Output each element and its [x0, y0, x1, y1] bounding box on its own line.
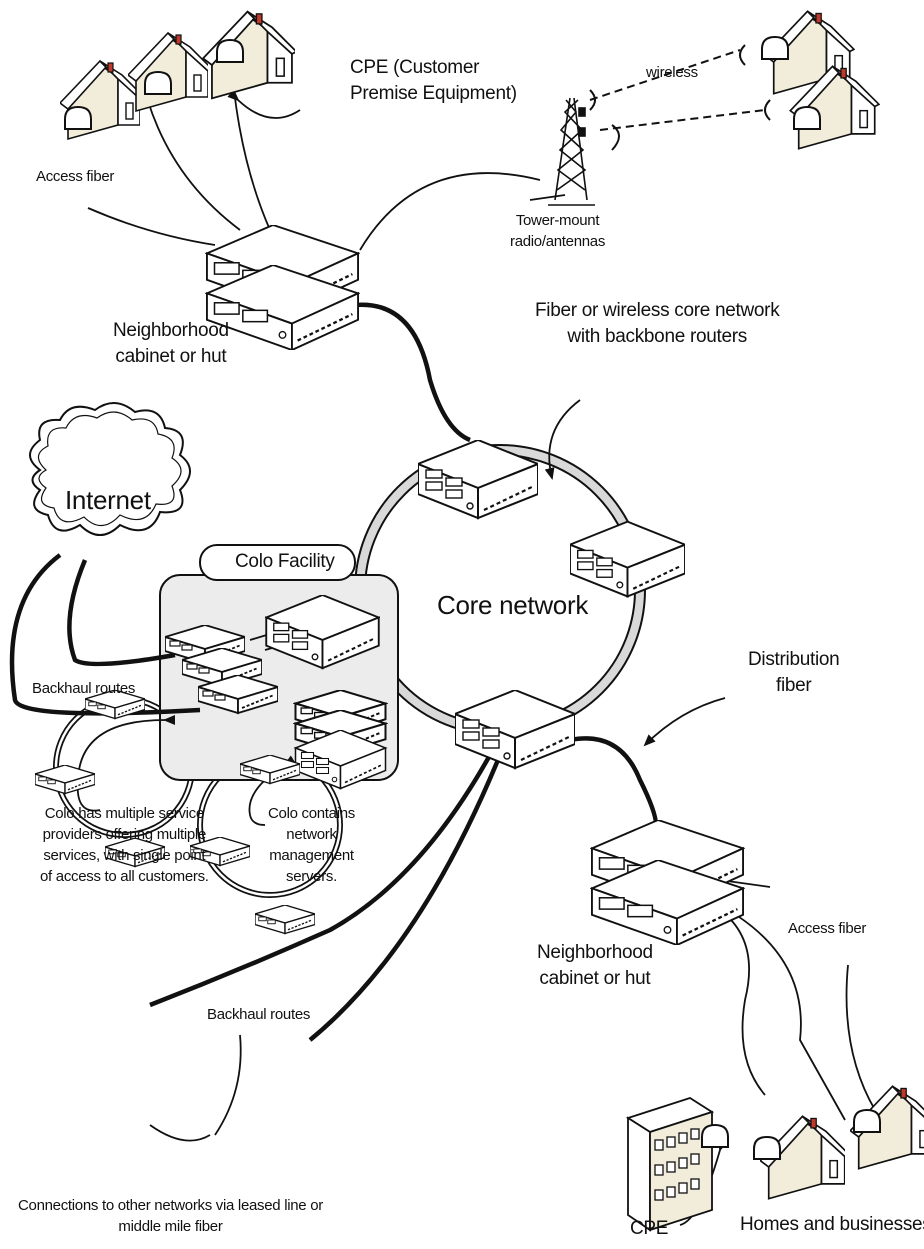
colo-facility-label-box: [199, 544, 356, 581]
access-fiber-bottom-label: Access fiber: [788, 920, 867, 937]
label-line: Distribution: [748, 649, 840, 670]
cpe-bottom-label: CPE: [630, 1218, 669, 1239]
neighborhood-bottom-label: Neighborhood cabinet or hut: [537, 940, 653, 992]
label-line: providers offering multiple: [42, 826, 207, 843]
label-line: servers.: [286, 868, 337, 885]
label-line: Fiber or wireless core network: [535, 300, 780, 321]
label-line: fiber: [775, 675, 812, 696]
backhaul-top-label: Backhaul routes: [32, 680, 136, 697]
cpe-dome-icon: [144, 71, 172, 95]
cpe-dome-icon: [701, 1124, 729, 1148]
label-line: Neighborhood: [537, 942, 653, 963]
label-line: Neighborhood: [113, 320, 229, 341]
label-line: Colo has multiple service: [44, 805, 205, 822]
cpe-dome-icon: [761, 36, 789, 60]
label-line: CPE (Customer: [350, 57, 480, 78]
wireless-label: wireless: [646, 64, 698, 81]
tower-label: Tower-mount radio/antennas: [510, 210, 605, 252]
connections-label: Connections to other networks via leased…: [18, 1195, 323, 1237]
core-network-label: Core network: [437, 590, 589, 620]
cpe-dome-icon: [853, 1109, 881, 1133]
core-backbone-label: Fiber or wireless core network with back…: [535, 298, 780, 350]
label-line: Tower-mount: [515, 212, 600, 229]
router-icon: [35, 765, 95, 795]
router-icon: [570, 520, 685, 598]
label-line: with backbone routers: [567, 326, 747, 347]
office-building-icon: [625, 1097, 715, 1232]
tower-icon: [548, 97, 595, 206]
cloud-icon: [29, 402, 191, 536]
label-line: middle mile fiber: [118, 1218, 223, 1235]
label-line: Colo contains: [268, 805, 355, 822]
cpe-dome-icon: [793, 106, 821, 130]
label-line: services, with single point: [43, 847, 206, 864]
cpe-dome-icon: [753, 1136, 781, 1160]
router-icon: [255, 905, 315, 935]
label-line: management: [269, 847, 354, 864]
label-line: radio/antennas: [510, 233, 606, 250]
distribution-label: Distribution fiber: [748, 647, 840, 699]
router-icon: [455, 690, 575, 770]
label-line: of access to all customers.: [40, 868, 209, 885]
label-line: Connections to other networks via leased…: [18, 1197, 323, 1214]
colo-contains-label: Colo contains network management servers…: [268, 803, 355, 887]
colo-facility-label: Colo Facility: [235, 551, 335, 572]
internet-label: Internet: [65, 485, 151, 515]
label-line: Premise Equipment): [350, 83, 517, 104]
colo-multiple-label: Colo has multiple service providers offe…: [40, 803, 209, 887]
cpe-top-label: CPE (Customer Premise Equipment): [350, 55, 517, 107]
label-line: cabinet or hut: [539, 968, 651, 989]
homes-label: Homes and businesses: [740, 1214, 924, 1235]
access-fiber-top-label: Access fiber: [36, 168, 115, 185]
label-line: network: [286, 826, 337, 843]
label-line: cabinet or hut: [115, 346, 227, 367]
cpe-dome-icon: [216, 39, 244, 63]
backhaul-bottom-label: Backhaul routes: [207, 1006, 311, 1023]
neighborhood-top-label: Neighborhood cabinet or hut: [113, 318, 229, 370]
house-icon: [128, 27, 208, 112]
cpe-dome-icon: [64, 106, 92, 130]
